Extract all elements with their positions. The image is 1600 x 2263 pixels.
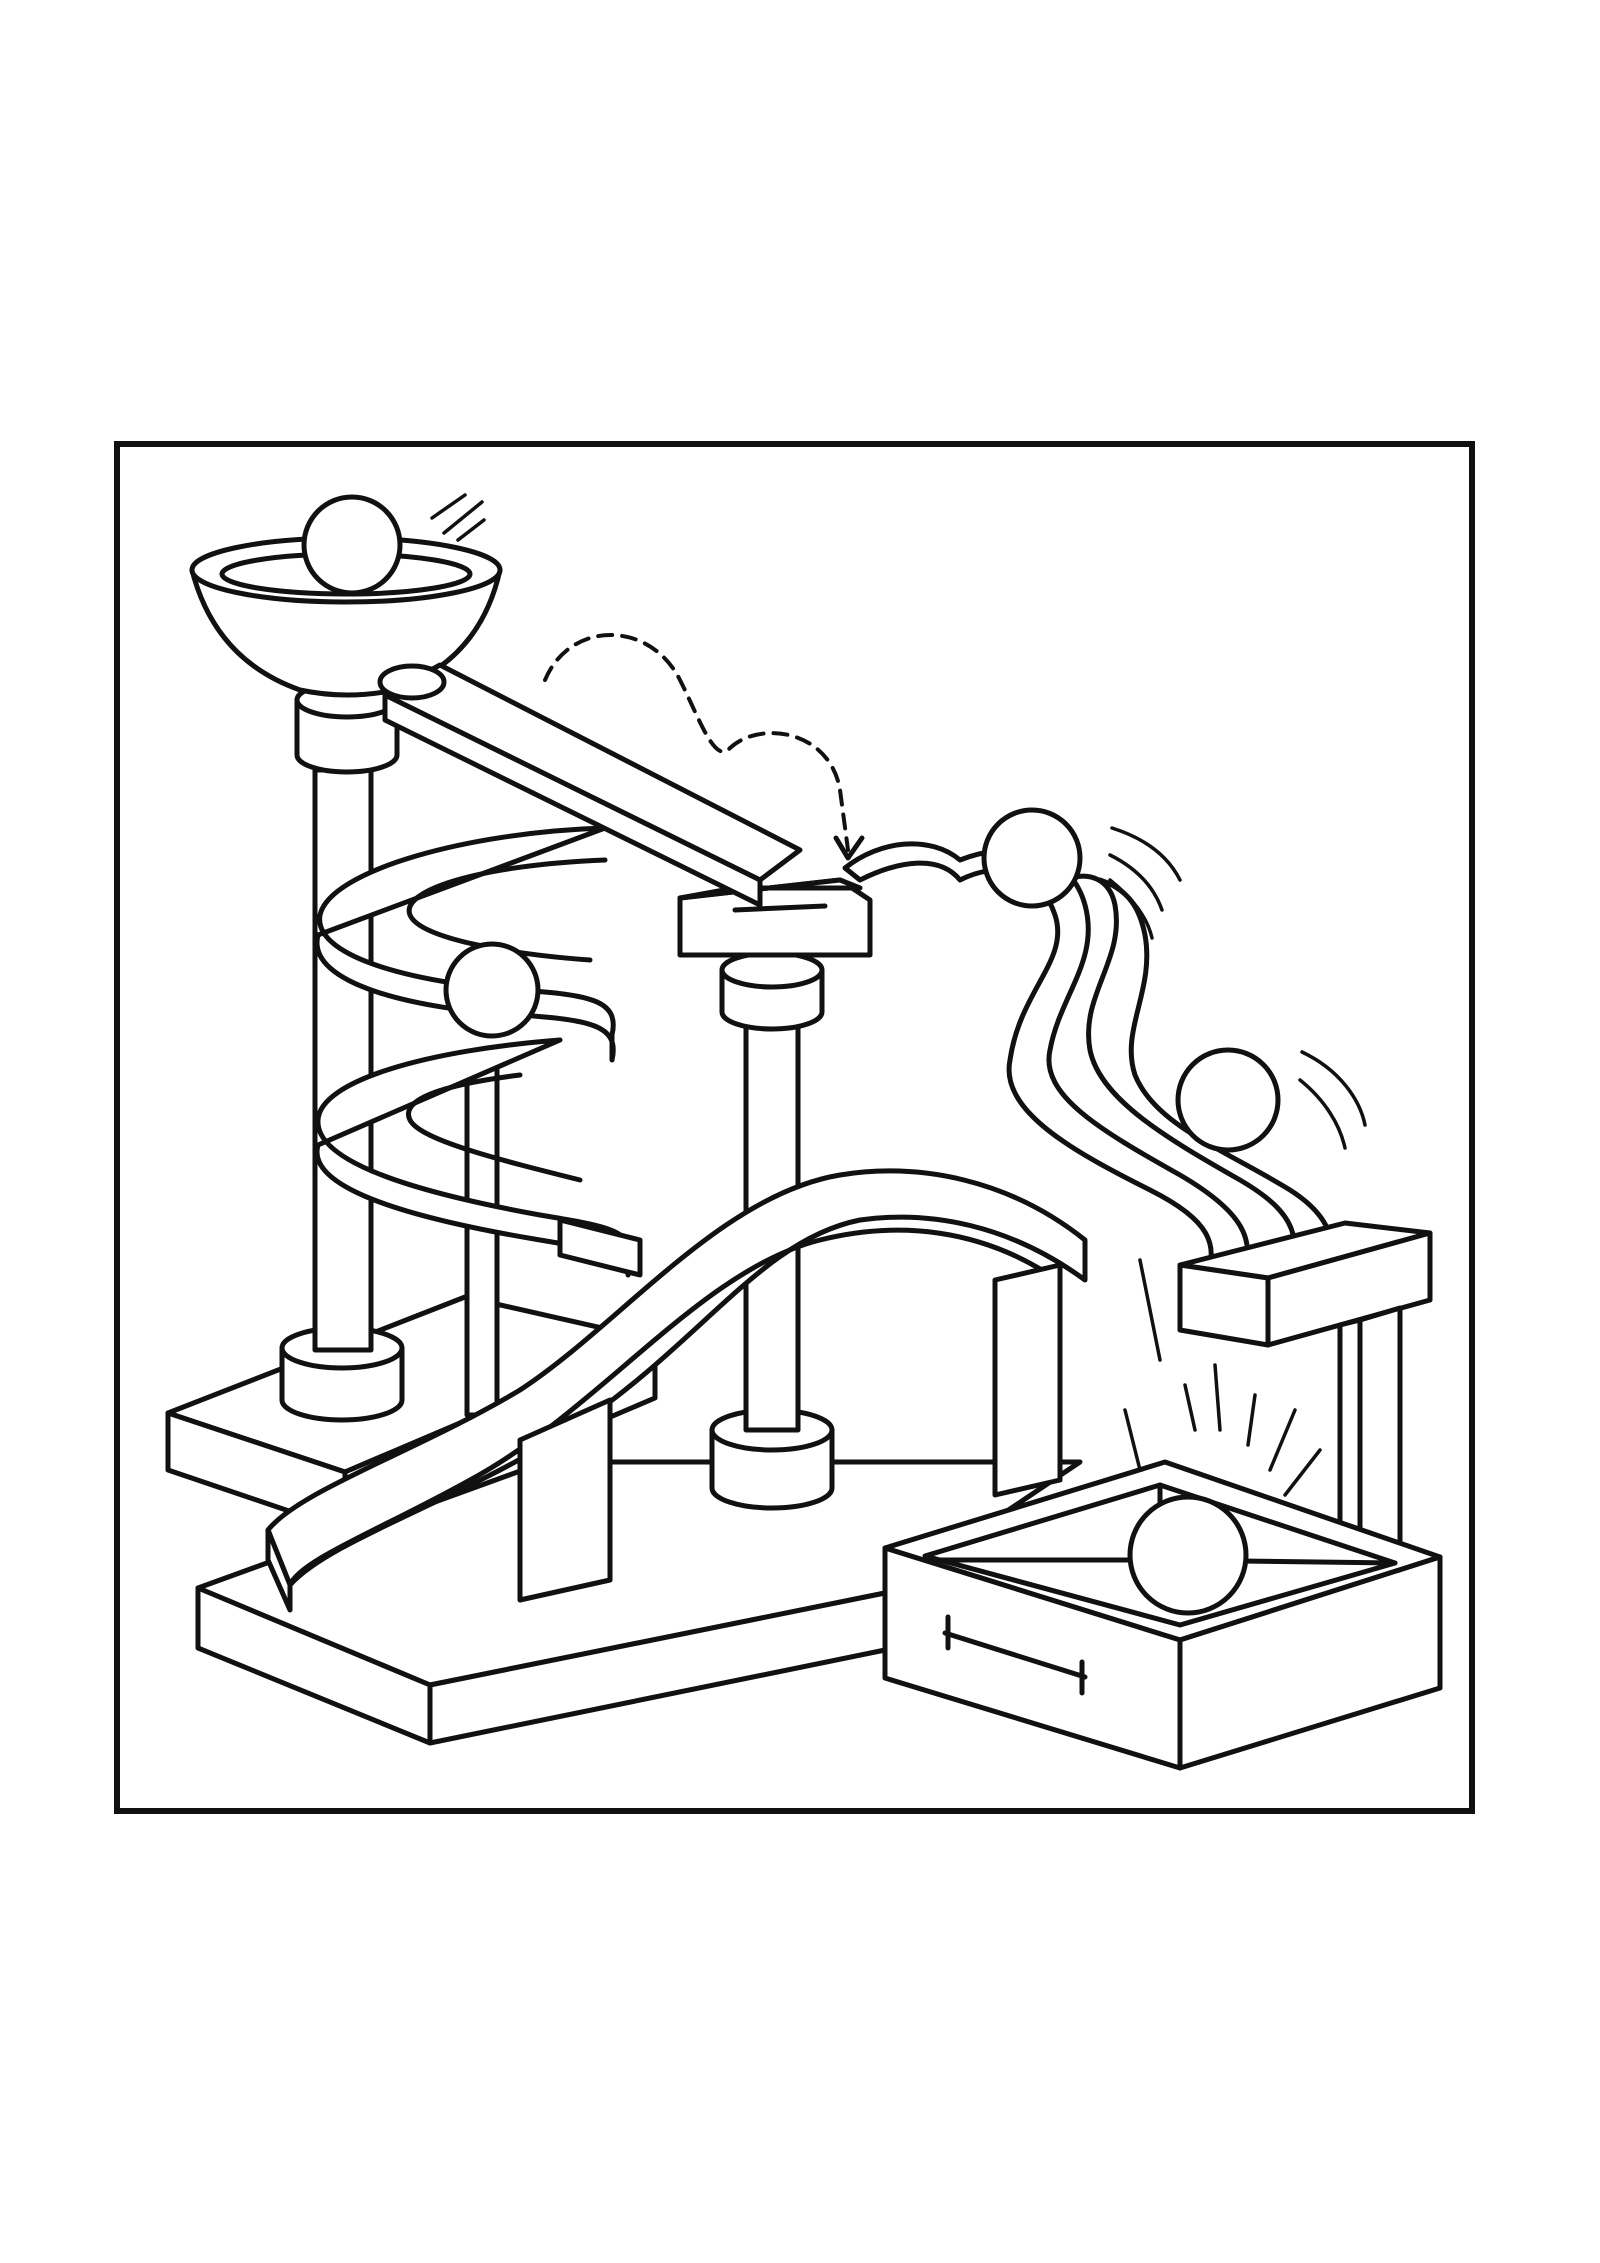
right-platform	[1177, 1220, 1433, 1581]
marble-spiral	[443, 941, 541, 1039]
marble-wavy-lower	[1175, 1047, 1281, 1153]
tray-handle	[942, 1614, 1088, 1696]
motion-lines-lower	[1298, 1050, 1367, 1150]
trajectory-arrow	[833, 835, 865, 861]
motion-lines-top	[1108, 826, 1182, 940]
curved-slide	[265, 1168, 1088, 1613]
picture-frame	[114, 441, 1475, 1814]
trajectory-dashed	[543, 633, 850, 852]
marble-wavy-top	[981, 807, 1083, 909]
lower-base-platform	[195, 1459, 1083, 1746]
impact-burst	[1123, 1258, 1322, 1497]
spiral-slide	[314, 825, 643, 1278]
junction-block	[677, 877, 873, 958]
marble-top-funnel	[301, 494, 403, 596]
collection-tray	[882, 1459, 1443, 1771]
left-tower	[279, 680, 405, 1423]
funnel-cup	[189, 493, 503, 698]
spiral-support-rod	[464, 1057, 500, 1418]
marble-in-tray	[1127, 1494, 1249, 1616]
straight-ramp	[377, 662, 803, 908]
